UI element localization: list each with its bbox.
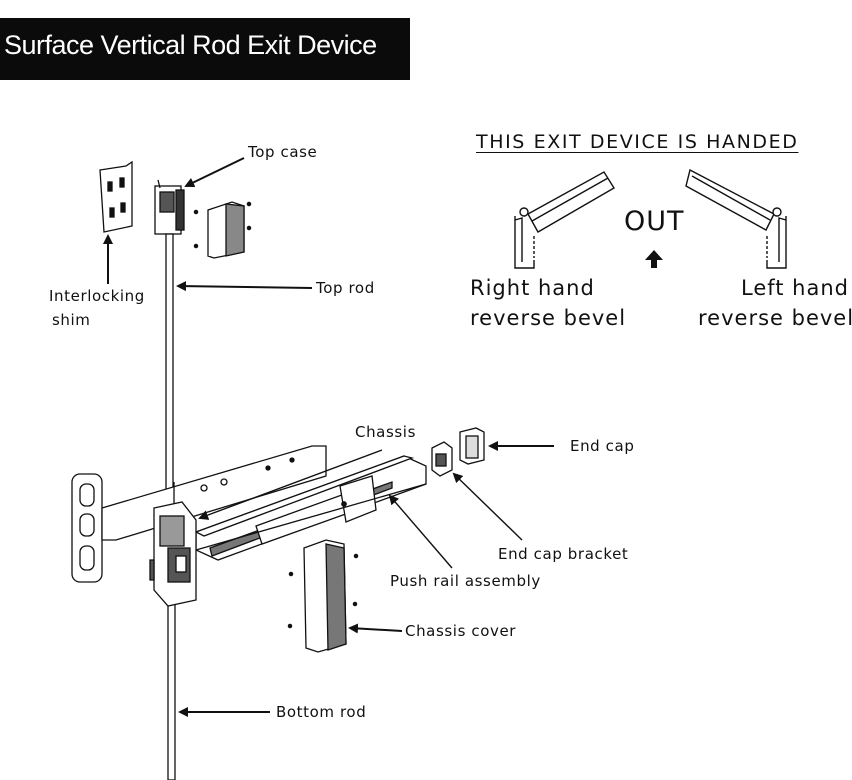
left-hand-line1: Left hand <box>741 276 850 300</box>
right-hand-line1: Right hand <box>470 276 595 300</box>
chassis <box>149 482 197 607</box>
interlocking-shim <box>99 160 133 233</box>
end-cap-bracket <box>431 441 453 477</box>
title-banner: Surface Vertical Rod Exit Device <box>0 18 410 80</box>
left-hand-door <box>685 168 787 269</box>
handed-heading: THIS EXIT DEVICE IS HANDED <box>476 131 799 153</box>
leader-lines <box>103 157 554 717</box>
push-rail <box>194 455 427 561</box>
mounting-plate <box>71 473 103 583</box>
top-case <box>154 179 185 235</box>
top-case-cover <box>193 201 252 259</box>
label-chassis-cover: Chassis cover <box>405 622 517 640</box>
label-shim: shim <box>52 311 91 329</box>
label-end-cap: End cap <box>570 437 635 455</box>
label-chassis: Chassis <box>355 423 416 441</box>
right-hand-line2: reverse bevel <box>470 306 627 330</box>
chassis-cover <box>287 539 359 653</box>
page-title: Surface Vertical Rod Exit Device <box>4 30 377 60</box>
out-arrow-icon <box>645 250 663 268</box>
out-label: OUT <box>624 206 685 237</box>
label-end-cap-bracket: End cap bracket <box>498 545 629 563</box>
label-top-case: Top case <box>248 143 318 161</box>
right-hand-door <box>514 171 615 269</box>
label-bottom-rod: Bottom rod <box>276 703 367 721</box>
label-top-rod: Top rod <box>316 279 375 297</box>
handing-diagram <box>514 168 787 269</box>
left-hand-line2: reverse bevel <box>698 306 852 330</box>
end-cap <box>459 427 485 465</box>
label-push-rail: Push rail assembly <box>390 572 541 590</box>
label-interlocking: Interlocking <box>49 287 145 305</box>
